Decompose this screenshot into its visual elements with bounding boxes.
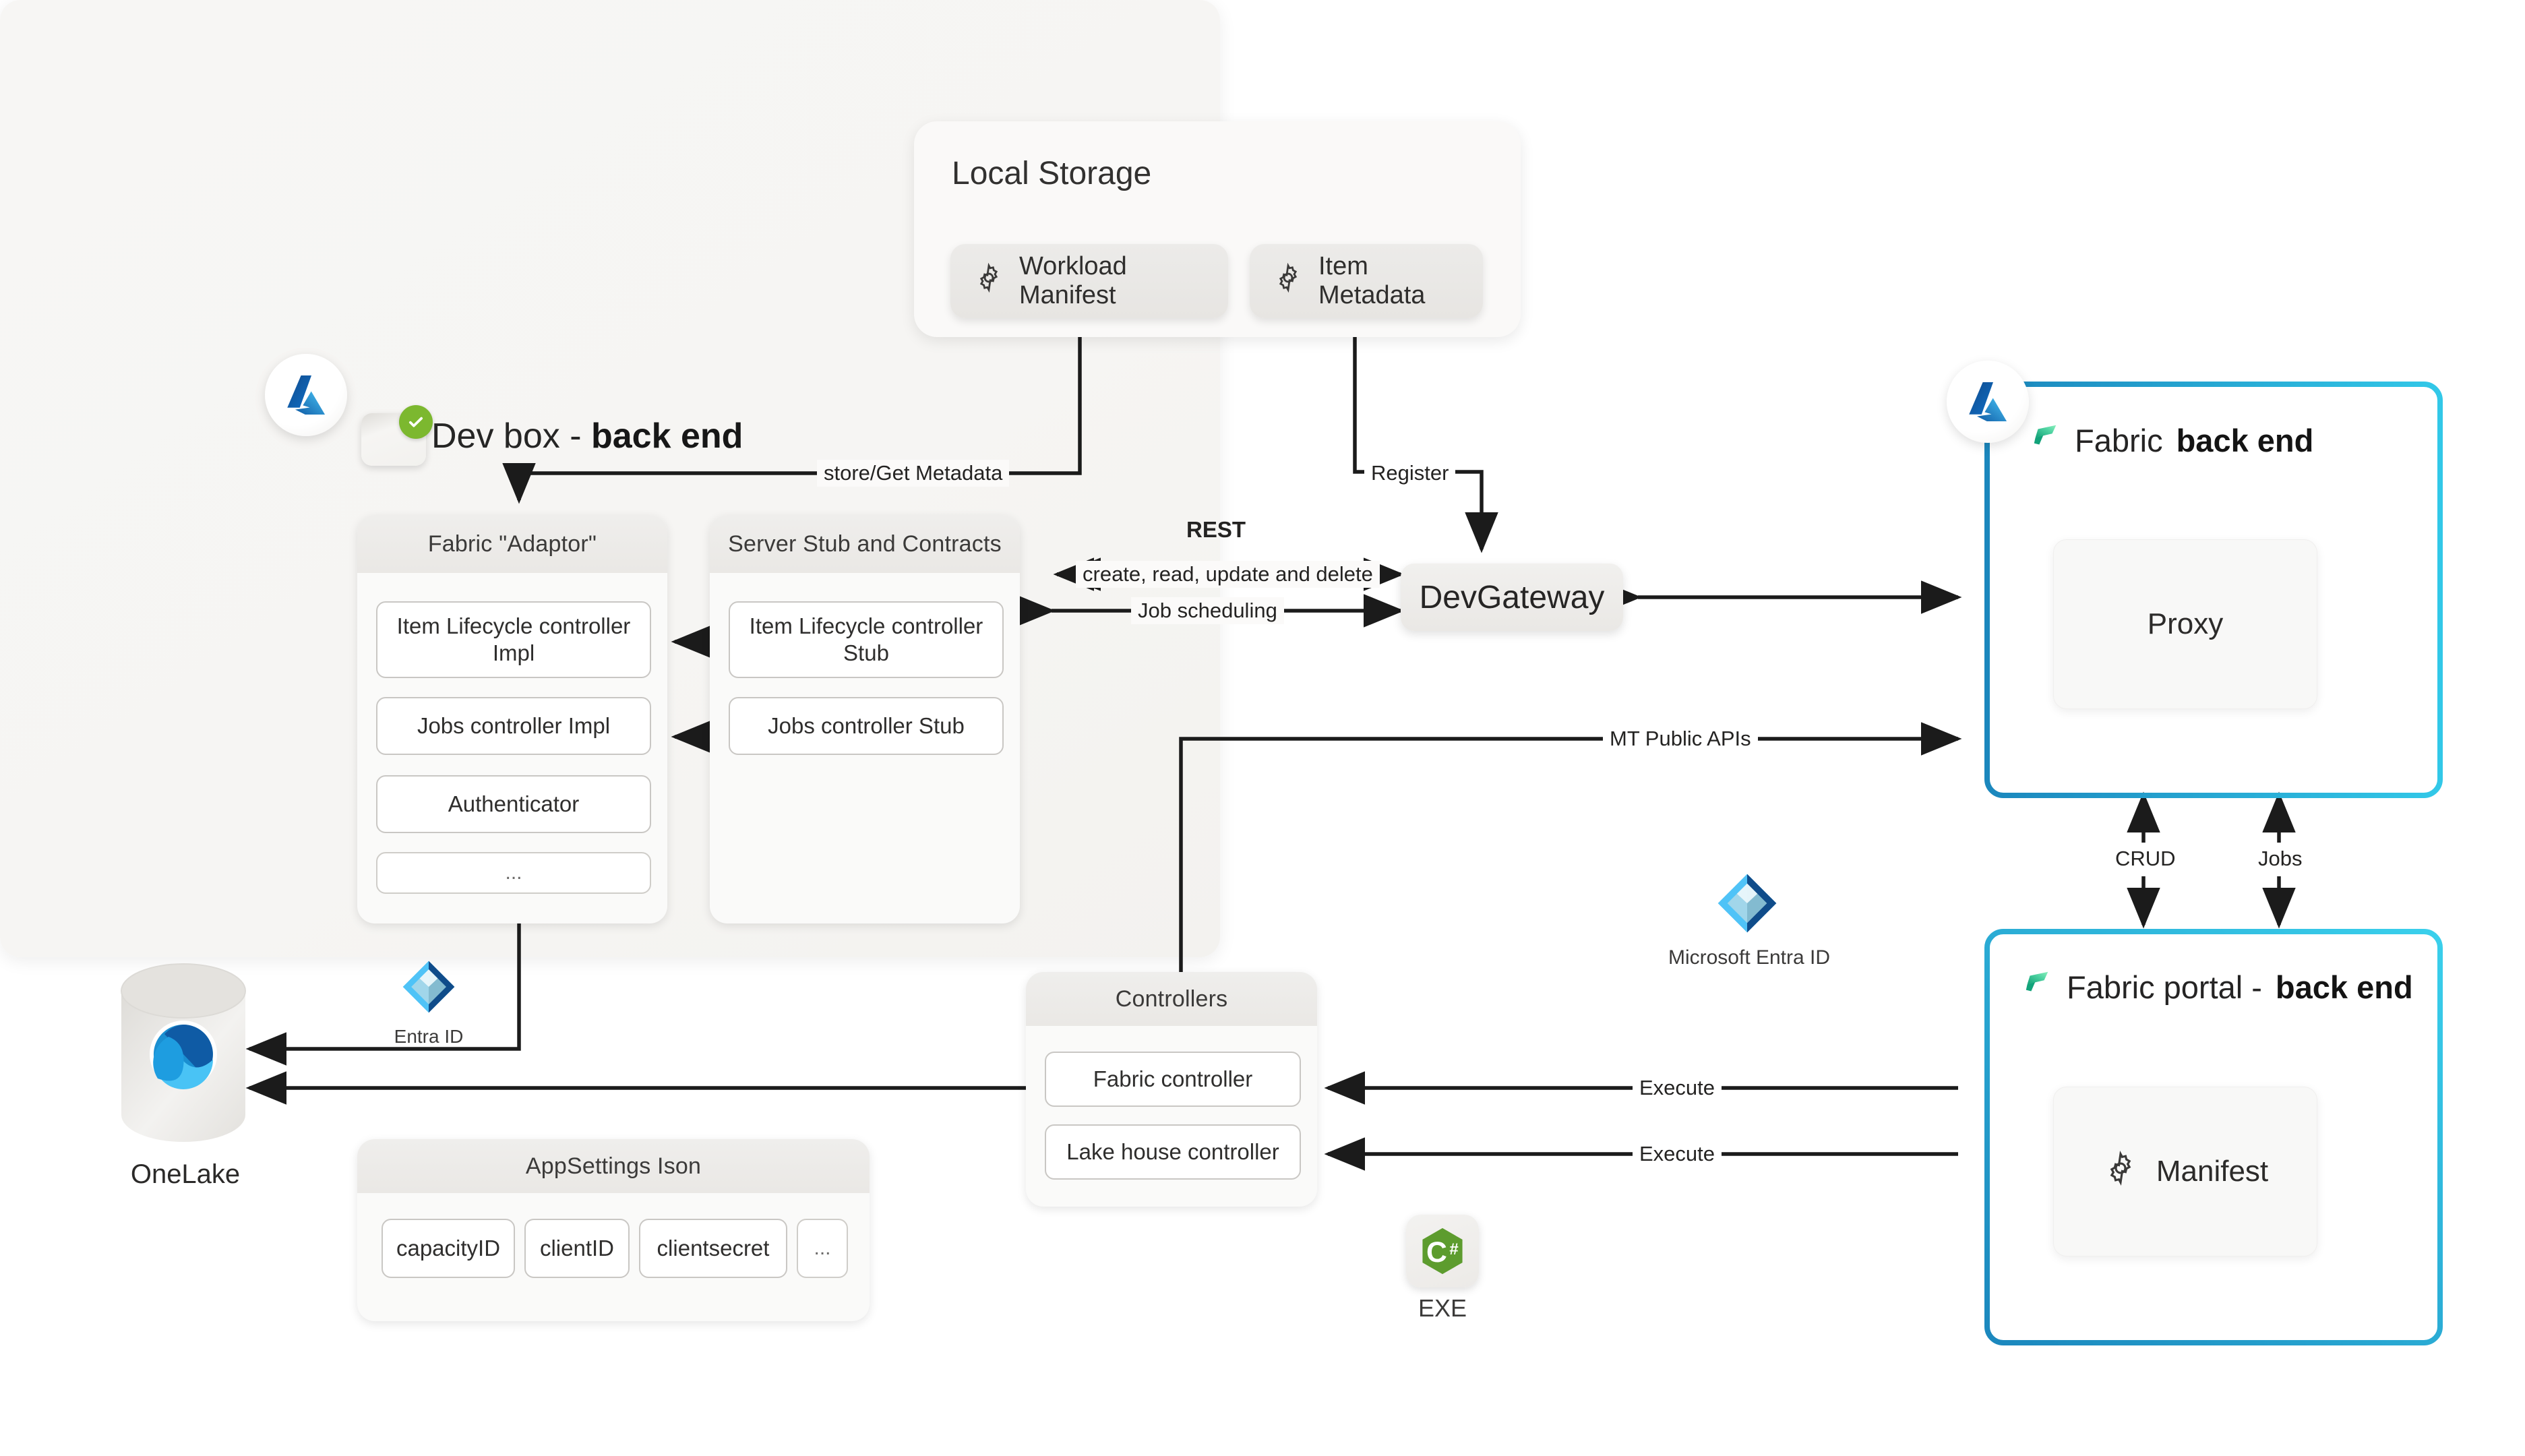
chip-capacityid[interactable]: capacityID	[382, 1219, 515, 1278]
workload-manifest-chip[interactable]: Workload Manifest	[950, 244, 1228, 318]
svg-text:#: #	[1449, 1240, 1458, 1258]
server-stub-panel: Server Stub and Contracts Item Lifecycle…	[710, 515, 1020, 923]
chip-clientsecret[interactable]: clientsecret	[639, 1219, 787, 1278]
label-job-scheduling: Job scheduling	[1131, 597, 1284, 624]
label-jobs: Jobs	[2251, 845, 2309, 872]
manifest-box[interactable]: Manifest	[2053, 1087, 2317, 1256]
csharp-icon: C #	[1406, 1215, 1479, 1287]
fabric-icon	[2022, 968, 2053, 1006]
label-register: Register	[1364, 460, 1456, 487]
chip-item-lifecycle-controller-stub[interactable]: Item Lifecycle controller Stub	[729, 601, 1004, 678]
azure-icon	[265, 354, 347, 436]
item-metadata-label: Item Metadata	[1318, 252, 1426, 309]
label-crud: CRUD	[2108, 845, 2183, 872]
label-crud-operations: create, read, update and delete	[1076, 561, 1380, 588]
chip-appsettings-more[interactable]: ...	[797, 1219, 848, 1278]
chip-authenticator[interactable]: Authenticator	[376, 775, 651, 833]
fabric-icon	[2030, 421, 2061, 460]
svg-text:C: C	[1426, 1236, 1447, 1269]
gear-icon	[973, 262, 1004, 300]
fabric-portal-title-plain: Fabric portal -	[2067, 969, 2262, 1005]
fabric-adaptor-title: Fabric "Adaptor"	[357, 515, 667, 573]
chip-fabric-controller[interactable]: Fabric controller	[1045, 1052, 1301, 1107]
fabric-portal-title: Fabric portal - back end	[2022, 968, 2413, 1006]
item-metadata-chip[interactable]: Item Metadata	[1250, 244, 1483, 318]
entra-id-icon	[398, 956, 460, 1018]
appsettings-panel: AppSettings Ison capacityID clientID cli…	[357, 1139, 870, 1321]
exe-label: EXE	[1418, 1294, 1467, 1322]
devbox-title-bold: back end	[590, 417, 743, 456]
proxy-box[interactable]: Proxy	[2053, 539, 2317, 709]
entra-id-icon	[1712, 868, 1782, 938]
devbox-title: Dev box - back end	[431, 416, 743, 456]
fabric-adaptor-panel: Fabric "Adaptor" Item Lifecycle controll…	[357, 515, 667, 923]
label-execute-fabric-controller: Execute	[1633, 1074, 1722, 1101]
controllers-title: Controllers	[1026, 972, 1317, 1026]
entra-id-label: Entra ID	[394, 1026, 464, 1047]
manifest-label: Manifest	[2156, 1155, 2269, 1188]
azure-icon	[1947, 361, 2029, 443]
chip-adaptor-more[interactable]: ...	[376, 852, 651, 894]
fabric-backend-title: Fabric back end	[2030, 421, 2313, 460]
label-rest: REST	[1186, 517, 1246, 542]
microsoft-entra-id-label: Microsoft Entra ID	[1668, 946, 1831, 969]
checkmark-badge-icon	[399, 405, 433, 439]
workload-manifest-label: Workload Manifest	[1019, 252, 1127, 309]
local-storage-title: Local Storage	[952, 156, 1152, 191]
chip-clientid[interactable]: clientID	[524, 1219, 630, 1278]
appsettings-title: AppSettings Ison	[357, 1139, 870, 1193]
label-store-get-metadata: store/Get Metadata	[817, 460, 1010, 487]
gear-icon	[1273, 262, 1304, 300]
fabric-portal-title-bold: back end	[2275, 969, 2413, 1005]
chip-jobs-controller-stub[interactable]: Jobs controller Stub	[729, 697, 1004, 755]
devgateway-box[interactable]: DevGateway	[1401, 564, 1623, 631]
controllers-panel: Controllers Fabric controller Lake house…	[1026, 972, 1317, 1207]
chip-item-lifecycle-controller-impl[interactable]: Item Lifecycle controller Impl	[376, 601, 651, 678]
chip-lake-house-controller[interactable]: Lake house controller	[1045, 1124, 1301, 1180]
local-storage-panel: Local Storage Workload Manifest Item Met…	[914, 121, 1521, 337]
gear-icon	[2102, 1150, 2139, 1194]
fabric-backend-title-plain: Fabric	[2075, 423, 2163, 458]
devbox-title-plain: Dev box -	[431, 417, 591, 456]
proxy-label: Proxy	[2147, 607, 2224, 640]
label-execute-lake-house-controller: Execute	[1633, 1141, 1722, 1167]
onelake-cylinder	[116, 963, 251, 1143]
onelake-label: OneLake	[130, 1159, 241, 1189]
fabric-backend-title-bold: back end	[2176, 423, 2314, 458]
server-stub-title: Server Stub and Contracts	[710, 515, 1020, 573]
chip-jobs-controller-impl[interactable]: Jobs controller Impl	[376, 697, 651, 755]
label-mt-public-apis: MT Public APIs	[1603, 725, 1758, 752]
